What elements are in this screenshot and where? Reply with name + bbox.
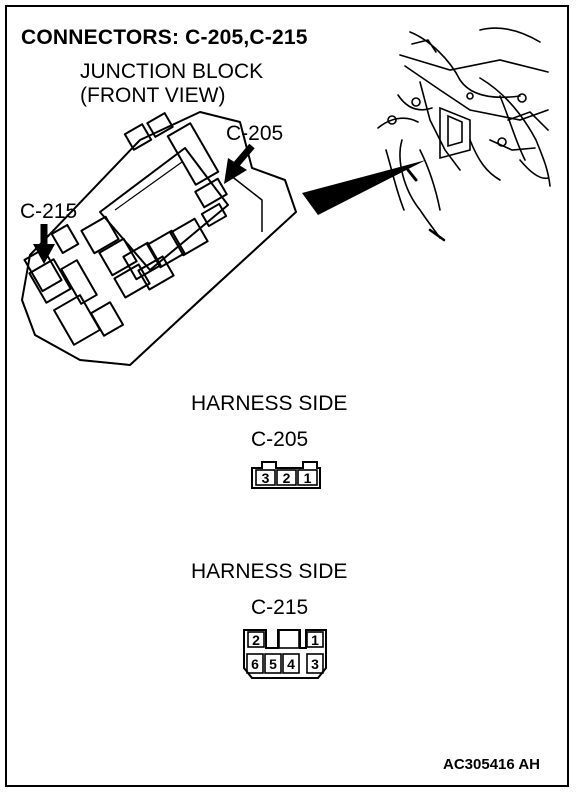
c215-arrow xyxy=(33,224,55,264)
location-pointer xyxy=(302,160,426,215)
page-title: CONNECTORS: C-205,C-215 xyxy=(21,26,308,49)
c215-pin-labels: 2 1 6 5 4 3 xyxy=(251,632,319,672)
c215-connector-face xyxy=(243,629,327,679)
c215-connector-name: C-215 xyxy=(251,596,309,619)
c215-pin-3: 3 xyxy=(311,656,319,672)
figure-code: AC305416 AH xyxy=(443,756,540,773)
c215-pin-1: 1 xyxy=(311,632,319,648)
junction-block-drawing xyxy=(21,111,297,366)
vehicle-location-sketch xyxy=(377,27,551,242)
c205-pin-labels: 3 2 1 xyxy=(262,470,312,486)
c205-callout-label: C-205 xyxy=(226,122,284,145)
c215-pin-6: 6 xyxy=(251,656,259,672)
c205-pin-1: 1 xyxy=(304,470,312,486)
c215-pin-5: 5 xyxy=(269,656,277,672)
c205-connector-name: C-205 xyxy=(251,428,309,451)
c205-arrow xyxy=(224,143,255,184)
c215-harness-side-label: HARNESS SIDE xyxy=(191,560,348,583)
c215-callout-label: C-215 xyxy=(20,200,78,223)
c215-pin-2: 2 xyxy=(252,632,260,648)
junction-block-label-line1: JUNCTION BLOCK xyxy=(80,60,264,83)
c205-pin-2: 2 xyxy=(283,470,291,486)
c205-connector-face xyxy=(251,461,321,489)
c205-pin-3: 3 xyxy=(262,470,270,486)
c205-harness-side-label: HARNESS SIDE xyxy=(191,392,348,415)
junction-block-label-line2: (FRONT VIEW) xyxy=(80,84,226,107)
junction-block-label: JUNCTION BLOCK (FRONT VIEW) xyxy=(80,60,263,108)
c215-pin-4: 4 xyxy=(287,656,295,672)
